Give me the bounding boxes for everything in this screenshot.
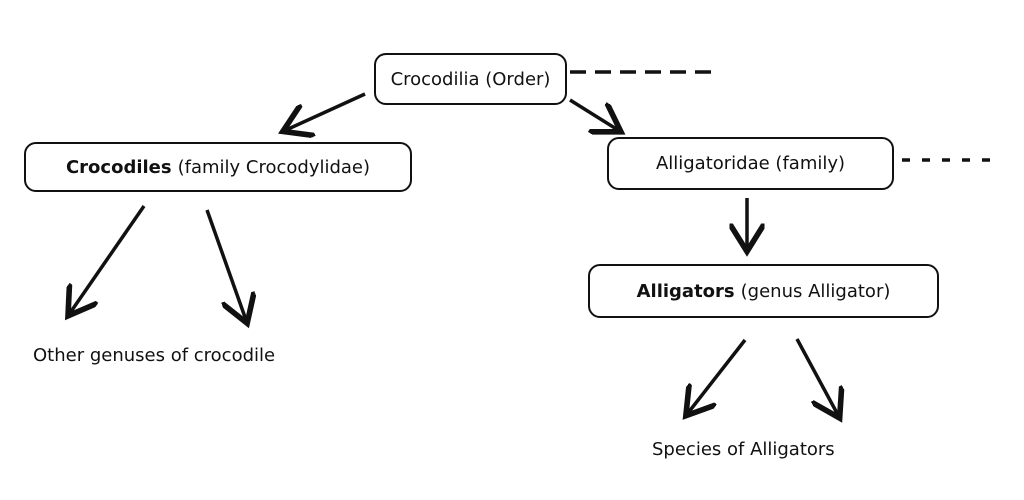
edge-alligators-to-species-left: [688, 338, 747, 413]
node-alligators-genus-rest: (genus Alligator): [740, 280, 891, 302]
label-alligator-species: Species of Alligators: [652, 439, 835, 460]
node-crocodiles-family: Crocodiles (family Crocodylidae): [24, 142, 412, 192]
node-crocodiles-family-bold: Crocodiles: [65, 156, 172, 178]
node-alligatoridae-family: Alligatoridae (family): [607, 137, 894, 190]
node-alligators-genus: Alligators (genus Alligator): [588, 264, 939, 318]
node-crocodilia-order-label: Crocodilia (Order): [390, 68, 551, 90]
edge-crocodiles-to-genus-right: [205, 209, 246, 320]
node-crocodiles-family-rest: (family Crocodylidae): [177, 156, 371, 178]
edge-crocodiles-to-genus-left: [70, 205, 146, 313]
edge-alligators-to-species-right: [795, 338, 838, 415]
node-crocodilia-order: Crocodilia (Order): [374, 53, 567, 105]
edge-order-to-alligatoridae: [569, 98, 618, 130]
node-alligators-genus-bold: Alligators: [636, 280, 735, 302]
edge-order-to-crocodiles: [286, 92, 366, 130]
node-alligatoridae-family-label: Alligatoridae (family): [655, 153, 846, 174]
label-other-crocodile-genuses: Other genuses of crocodile: [33, 345, 276, 366]
